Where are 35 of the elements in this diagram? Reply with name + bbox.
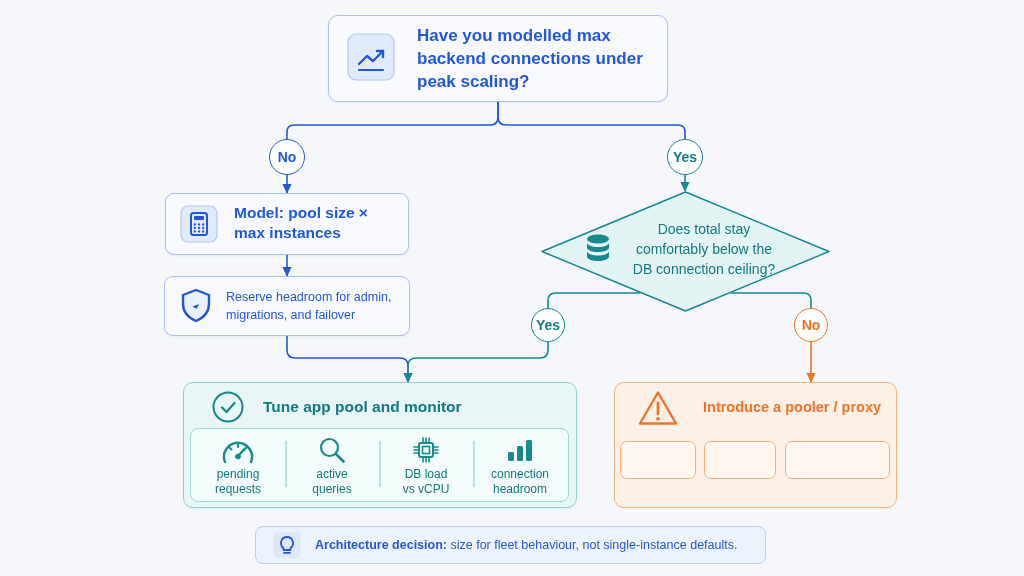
branch-label: No xyxy=(801,317,821,333)
branch-circle xyxy=(794,308,828,342)
branch-label: Yes xyxy=(672,149,698,165)
note-text: Architecture decision: size for fleet behaviour, not single-instance defaults. xyxy=(315,538,738,552)
arrow xyxy=(403,341,549,383)
outcome-panel xyxy=(614,382,897,508)
option-box xyxy=(703,440,776,479)
note-box xyxy=(255,526,766,564)
metric-label: pending requests xyxy=(214,467,262,497)
step-text: Reserve headroom for admin, migrations, and failover xyxy=(226,289,393,324)
outcome-heading: Tune app pool and monitor xyxy=(263,398,462,416)
process-box xyxy=(165,193,409,255)
process-box xyxy=(164,276,410,336)
branch-circle xyxy=(667,139,703,175)
connector-line xyxy=(547,292,641,309)
branch-circle xyxy=(531,308,565,342)
option-box xyxy=(784,440,890,479)
branch-label: No xyxy=(277,149,297,165)
option-box xyxy=(619,440,696,479)
branch-circle xyxy=(269,139,305,175)
arrow xyxy=(282,254,292,277)
metric-label: active queries xyxy=(311,467,353,497)
metric-label: connection headroom xyxy=(489,467,550,497)
outcome-panel xyxy=(183,382,577,508)
connector-line xyxy=(730,292,812,309)
step-text: Model: pool size × max instances xyxy=(234,203,369,243)
branch-label: Yes xyxy=(535,317,561,333)
arrow xyxy=(680,174,690,192)
arrow xyxy=(806,341,816,383)
question-box xyxy=(328,15,668,102)
arrow xyxy=(282,174,292,194)
question-text: Have you modelled max backend connections under peak scaling? xyxy=(417,25,644,93)
decision-text: Does total stay comfortably below the DB connection ceiling? xyxy=(631,220,777,279)
outcome-heading: Introduce a pooler / proxy xyxy=(703,399,882,415)
metric-label: DB load vs vCPU xyxy=(401,467,451,497)
